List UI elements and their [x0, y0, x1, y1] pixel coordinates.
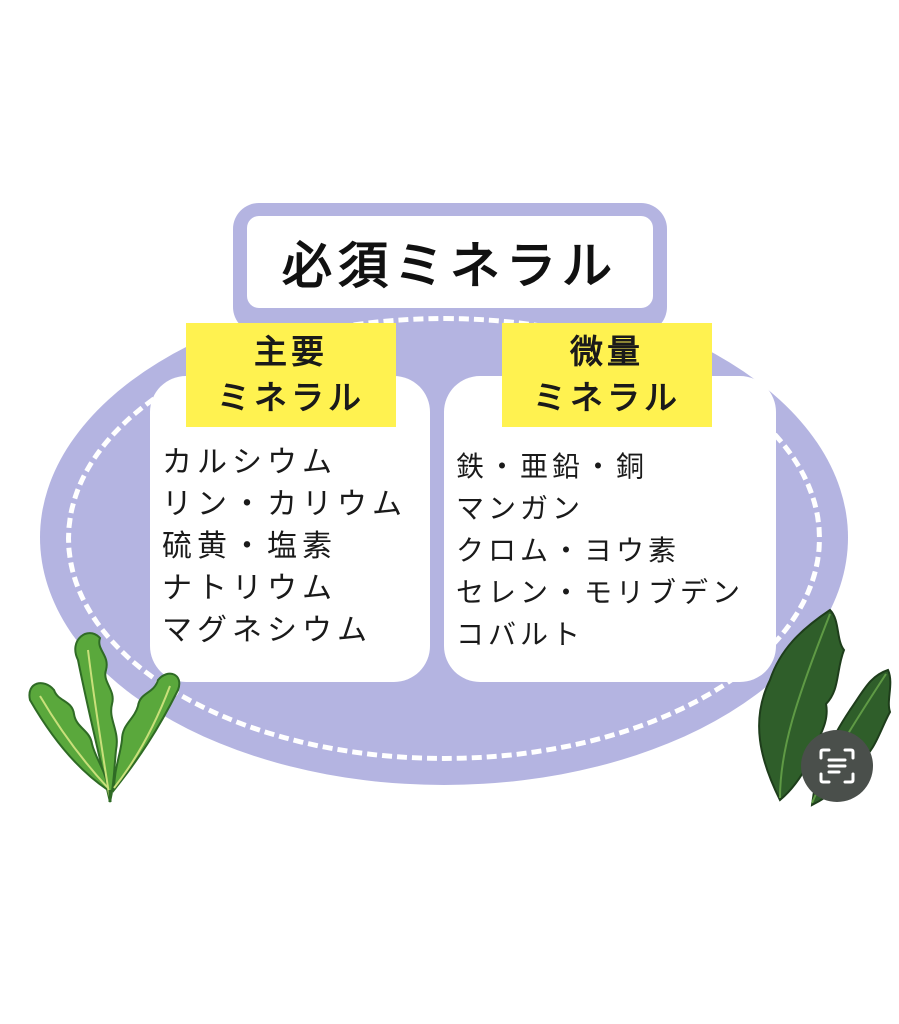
list-item: カルシウム [162, 445, 337, 480]
text-scan-button[interactable] [801, 730, 873, 802]
list-item: ナトリウム [162, 571, 337, 606]
list-item: 鉄・亜鉛・銅 [456, 450, 649, 483]
list-item: クロム・ヨウ素 [456, 534, 681, 567]
list-item: コバルト [456, 618, 585, 651]
list-item: マグネシウム [162, 613, 372, 648]
major-minerals-list: カルシウム リン・カリウム 硫黄・塩素 ナトリウム マグネシウム [162, 442, 407, 652]
dashed-stitch-border [66, 316, 822, 761]
major-minerals-card [150, 376, 430, 682]
trace-minerals-card [444, 376, 776, 682]
list-item: マンガン [456, 492, 585, 525]
major-minerals-label: 主要 ミネラル [186, 323, 396, 427]
major-label-line-2: ミネラル [217, 378, 365, 417]
list-item: 硫黄・塩素 [162, 529, 337, 564]
trace-label-line-2: ミネラル [533, 378, 681, 417]
page-title: 必須ミネラル [282, 237, 618, 295]
left-leaf-plant-icon [28, 632, 181, 803]
list-item: セレン・モリブデン [456, 576, 745, 609]
text-scan-icon [819, 748, 855, 784]
trace-label-line-1: 微量 [570, 332, 644, 371]
title-box: 必須ミネラル [247, 216, 653, 308]
list-item: リン・カリウム [162, 487, 407, 522]
major-label-line-1: 主要 [254, 332, 328, 371]
trace-minerals-label: 微量 ミネラル [502, 323, 712, 427]
trace-minerals-list: 鉄・亜鉛・銅 マンガン クロム・ヨウ素 セレン・モリブデン コバルト [456, 446, 744, 656]
